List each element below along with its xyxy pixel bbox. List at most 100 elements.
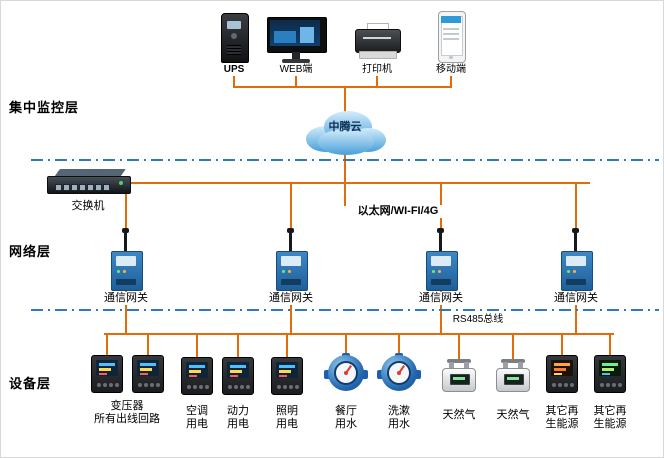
meter-button: [228, 385, 232, 389]
power-meter-renewable-1: [546, 355, 578, 393]
gateway-label-4: 通信网关: [546, 292, 606, 305]
water-meter-washing: [377, 353, 421, 395]
meter-button: [246, 385, 250, 389]
power-meter-power: [222, 357, 254, 395]
meter-button: [193, 385, 197, 389]
meter-button: [277, 385, 281, 389]
meter-button: [558, 383, 562, 387]
mobile-label: 移动端: [429, 64, 473, 76]
cloud-label: 中腾云: [328, 121, 362, 133]
gateway-device-4: [559, 228, 593, 291]
separator-line-2: [31, 309, 659, 311]
switch-port: [87, 184, 94, 191]
device-label-lighting: 照明 用电: [267, 405, 307, 431]
connector-line-web: [295, 75, 297, 86]
antenna-icon: [124, 229, 127, 253]
drop-gas1: [458, 333, 460, 361]
device-label-ac: 空调 用电: [177, 405, 217, 431]
gateway-device-3: [424, 228, 458, 291]
gas-meter-pipe: [518, 362, 523, 369]
phone-content-row: [443, 28, 459, 30]
connector-line-gateway3-down: [440, 290, 442, 333]
meter-button: [564, 383, 568, 387]
web-terminal-label: WEB端: [274, 64, 318, 76]
power-meter-ac: [181, 357, 213, 395]
meter-button: [600, 383, 604, 387]
meter-button: [144, 383, 148, 387]
meter-button: [234, 385, 238, 389]
monitor-chart-area: [274, 31, 296, 43]
gas-meter-pipe: [503, 362, 508, 369]
printer-tray: [359, 51, 397, 59]
water-meter-pipe: [324, 370, 331, 379]
phone-home-button: [449, 56, 453, 59]
layer-label-device: 设备层: [9, 373, 52, 392]
printer-label: 打印机: [355, 64, 399, 76]
gateway-label-3: 通信网关: [411, 292, 471, 305]
connector-line-gateway1-down: [125, 290, 127, 333]
meter-screen: [96, 360, 118, 376]
water-meter-hub: [397, 371, 401, 375]
gas-meter-digits: [453, 377, 465, 380]
meter-button: [205, 385, 209, 389]
meter-button: [103, 383, 107, 387]
gateway-device-1: [109, 228, 143, 291]
gas-meter-digits: [507, 377, 519, 380]
phone-content-row: [443, 38, 459, 40]
switch-device: [47, 168, 131, 198]
meter-button: [187, 385, 191, 389]
gateway-ports: [566, 279, 586, 285]
gateway-ports: [116, 279, 136, 285]
gateway-led: [432, 270, 435, 273]
gateway-led: [573, 270, 576, 273]
water-meter-pipe: [414, 370, 421, 379]
power-meter-renewable-2: [594, 355, 626, 393]
meter-button: [138, 383, 142, 387]
connector-line-gateway4-up: [575, 182, 577, 229]
meter-screen: [599, 360, 621, 376]
gateway-led: [117, 270, 120, 273]
meter-button: [606, 383, 610, 387]
device-label-gas-1: 天然气: [435, 409, 483, 422]
gateway-panel: [281, 256, 301, 266]
connector-line-cloud-down: [344, 151, 346, 184]
ups-device: [216, 11, 252, 63]
printer-device: [353, 23, 401, 59]
monitor-stand: [292, 52, 300, 59]
gateway-panel: [116, 256, 136, 266]
rs485-bus-label: RS485总线: [447, 314, 509, 326]
drop-meter-ac: [196, 333, 198, 359]
meter-screen: [186, 362, 208, 378]
connector-line-gateway1-up: [125, 182, 127, 229]
layer-label-monitoring: 集中监控层: [9, 97, 80, 116]
drop-water1: [345, 333, 347, 359]
drop-gas2: [512, 333, 514, 361]
gateway-ports: [281, 279, 301, 285]
meter-button: [199, 385, 203, 389]
printer-output-slot: [363, 37, 391, 39]
connector-line-mobile: [450, 75, 452, 86]
gateway-led: [438, 270, 441, 273]
gas-meter-pipe: [447, 359, 471, 363]
gateway-label-2: 通信网关: [261, 292, 321, 305]
meter-button: [97, 383, 101, 387]
drop-meter1: [106, 333, 108, 359]
gas-meter-1: [441, 359, 477, 393]
water-meter-pipe: [377, 370, 384, 379]
switch-port: [71, 184, 78, 191]
gateway-device-2: [274, 228, 308, 291]
phone-content-row: [443, 33, 459, 35]
ups-screen: [227, 21, 241, 29]
device-label-power: 动力 用电: [218, 405, 258, 431]
ethernet-label: 以太网/WI-FI/4G: [348, 205, 448, 218]
device-label-gas-2: 天然气: [489, 409, 537, 422]
meter-button: [552, 383, 556, 387]
power-meter-transformer-2: [132, 355, 164, 393]
gateway-panel: [431, 256, 451, 266]
switch-label: 交换机: [58, 200, 118, 213]
ups-label: UPS: [214, 64, 254, 76]
meter-button: [295, 385, 299, 389]
switch-port: [103, 184, 110, 191]
gateway-ports: [431, 279, 451, 285]
switch-port: [55, 184, 62, 191]
